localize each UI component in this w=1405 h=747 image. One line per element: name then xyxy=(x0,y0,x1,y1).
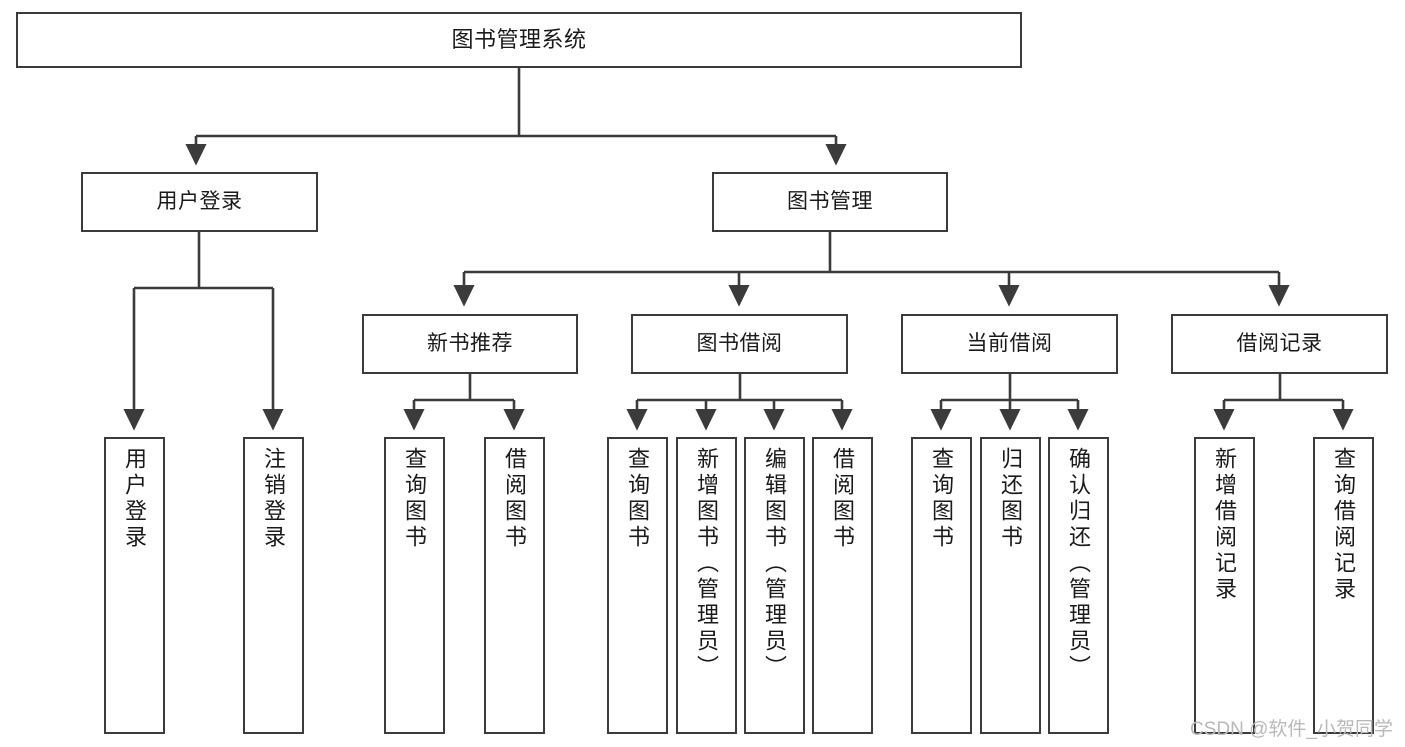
leaf-borrow-add-book-admin[interactable]: 新增图书（管理员） xyxy=(676,437,737,734)
node-label: 图书管理 xyxy=(787,189,873,213)
leaf-current-query-book[interactable]: 查询图书 xyxy=(911,437,972,734)
leaf-borrow-borrow-book[interactable]: 借阅图书 xyxy=(812,437,873,734)
node-label: 注销登录 xyxy=(261,447,287,551)
node-label: 查询图书 xyxy=(402,447,428,551)
node-borrow-record[interactable]: 借阅记录 xyxy=(1171,314,1388,374)
node-label: 查询图书 xyxy=(929,447,955,551)
node-label: 用户登录 xyxy=(122,447,148,551)
node-user-login[interactable]: 用户登录 xyxy=(81,172,318,232)
node-book-management[interactable]: 图书管理 xyxy=(712,172,948,232)
node-label: 用户登录 xyxy=(156,189,243,213)
node-label: 新增图书（管理员） xyxy=(694,447,720,681)
leaf-user-login-logout[interactable]: 注销登录 xyxy=(243,437,304,734)
leaf-current-return-book[interactable]: 归还图书 xyxy=(980,437,1041,734)
leaf-recommend-borrow-book[interactable]: 借阅图书 xyxy=(484,437,545,734)
node-book-borrow[interactable]: 图书借阅 xyxy=(631,314,848,374)
node-current-borrow[interactable]: 当前借阅 xyxy=(901,314,1118,374)
node-label: 查询借阅记录 xyxy=(1331,447,1357,603)
node-label: 编辑图书（管理员） xyxy=(762,447,788,681)
node-label: 图书借阅 xyxy=(696,331,783,355)
node-label: 图书管理系统 xyxy=(451,27,587,53)
node-label: 借阅图书 xyxy=(830,447,856,551)
leaf-record-add-record[interactable]: 新增借阅记录 xyxy=(1194,437,1255,734)
leaf-borrow-edit-book-admin[interactable]: 编辑图书（管理员） xyxy=(744,437,805,734)
node-label: 归还图书 xyxy=(998,447,1024,551)
node-label: 查询图书 xyxy=(625,447,651,551)
leaf-user-login-login[interactable]: 用户登录 xyxy=(104,437,165,734)
node-label: 新增借阅记录 xyxy=(1212,447,1238,603)
node-label: 借阅记录 xyxy=(1236,331,1323,355)
leaf-borrow-query-book[interactable]: 查询图书 xyxy=(607,437,668,734)
node-new-book-recommend[interactable]: 新书推荐 xyxy=(362,314,578,374)
node-label: 确认归还（管理员） xyxy=(1066,447,1092,681)
node-label: 借阅图书 xyxy=(502,447,528,551)
node-label: 新书推荐 xyxy=(427,331,513,355)
leaf-record-query-record[interactable]: 查询借阅记录 xyxy=(1313,437,1374,734)
leaf-recommend-query-book[interactable]: 查询图书 xyxy=(384,437,445,734)
node-root-system[interactable]: 图书管理系统 xyxy=(16,12,1022,68)
leaf-current-confirm-return-admin[interactable]: 确认归还（管理员） xyxy=(1048,437,1109,734)
node-label: 当前借阅 xyxy=(966,331,1053,355)
